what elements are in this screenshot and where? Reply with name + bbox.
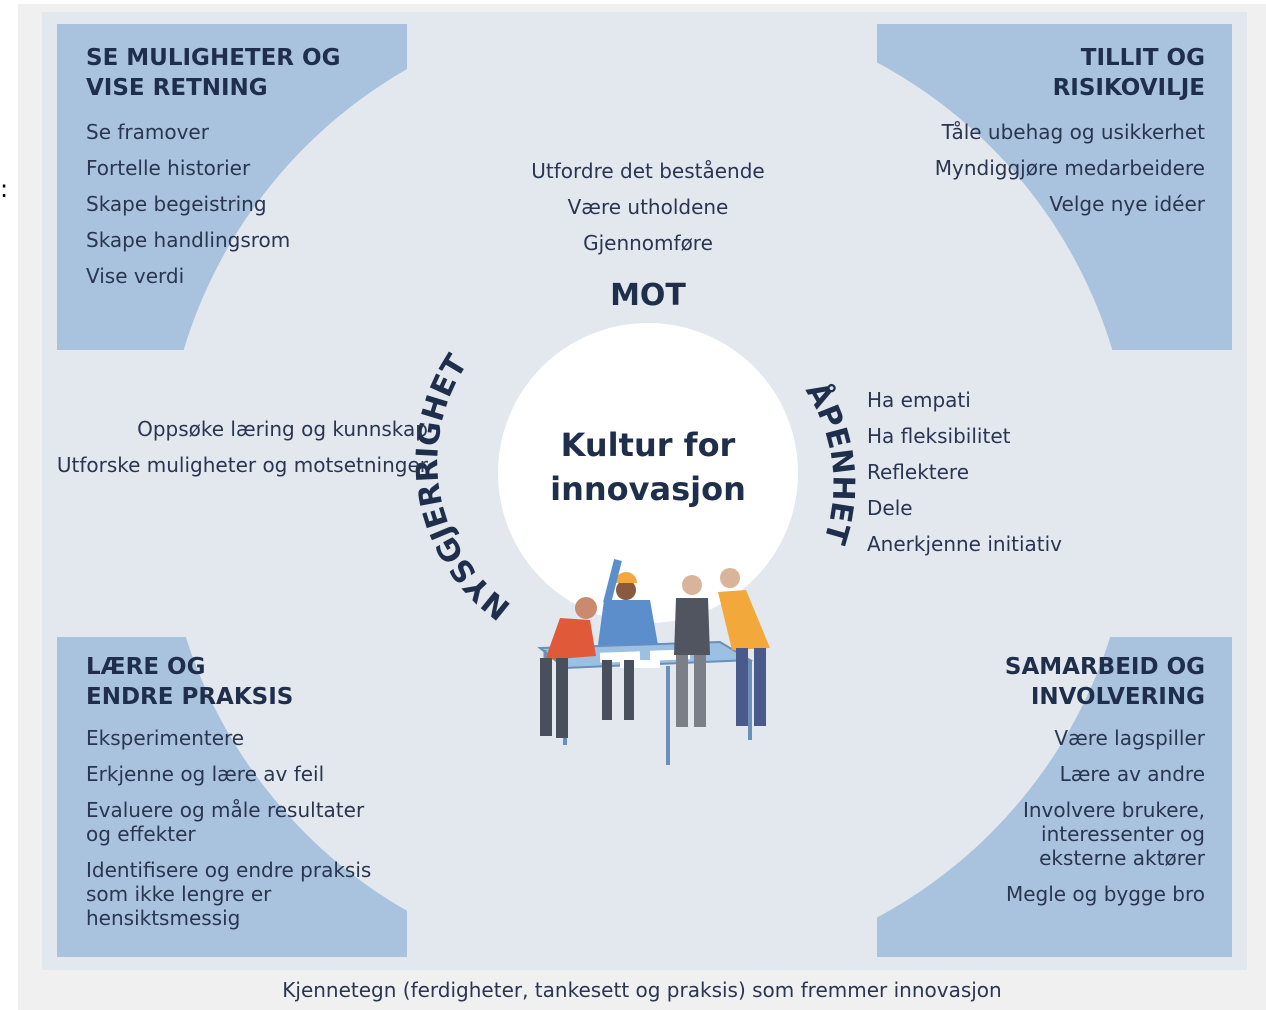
list-item: Eksperimentere — [86, 726, 245, 750]
list-item: Skape begeistring — [86, 192, 267, 216]
list-item: Myndiggjøre medarbeidere — [934, 156, 1205, 180]
list-item: Vise verdi — [86, 264, 185, 288]
caption: Kjennetegn (ferdigheter, tankesett og pr… — [282, 978, 1002, 1002]
box-bottom-left — [57, 637, 407, 957]
list-item: Erkjenne og lære av feil — [86, 762, 325, 786]
edge-mark: : — [0, 175, 9, 203]
list-item: Være lagspiller — [1054, 726, 1205, 750]
box-bottom-right — [877, 637, 1232, 957]
list-item: Utforske muligheter og motsetninger — [56, 453, 428, 477]
list-item: Være utholdene — [567, 195, 729, 219]
bottom-right-title: SAMARBEID OG INVOLVERING — [1004, 654, 1205, 710]
list-item: Skape handlingsrom — [86, 228, 291, 252]
list-item: Se framover — [86, 120, 209, 144]
top-right-title: TILLIT OG RISIKOVILJE — [1052, 45, 1205, 101]
list-item: Anerkjenne initiativ — [867, 532, 1063, 556]
list-item: Utfordre det bestående — [531, 159, 765, 183]
list-item: Oppsøke læring og kunnskap — [137, 417, 428, 441]
list-item: Dele — [867, 496, 913, 520]
list-item: Ha empati — [867, 388, 971, 412]
list-item: Ha fleksibilitet — [867, 424, 1011, 448]
list-item: Lære av andre — [1059, 762, 1205, 786]
people-illustration — [537, 559, 770, 765]
list-item: Tåle ubehag og usikkerhet — [941, 120, 1205, 144]
core-title: Kultur for innovasjon — [550, 426, 746, 508]
list-item: Evaluere og måle resultater og effekter — [86, 798, 365, 846]
label-mot: MOT — [610, 278, 686, 313]
list-item: Identifisere og endre praksis som ikke l… — [86, 858, 372, 930]
list-item: Reflektere — [867, 460, 970, 484]
core-circle — [498, 323, 798, 623]
list-item: Gjennomføre — [583, 231, 713, 255]
list-item: Velge nye idéer — [1049, 192, 1205, 216]
list-item: Megle og bygge bro — [1005, 882, 1205, 906]
list-item: Fortelle historier — [86, 156, 251, 180]
box-top-right — [877, 24, 1232, 350]
label-apenhet: ÅPENHET — [798, 375, 860, 548]
top-left-title: SE MULIGHETER OG VISE RETNING — [86, 45, 341, 101]
bottom-left-title: LÆRE OG ENDRE PRAKSIS — [86, 654, 294, 710]
box-top-left — [57, 24, 407, 350]
list-item: Involvere brukere, interessenter og ekst… — [1022, 798, 1205, 870]
